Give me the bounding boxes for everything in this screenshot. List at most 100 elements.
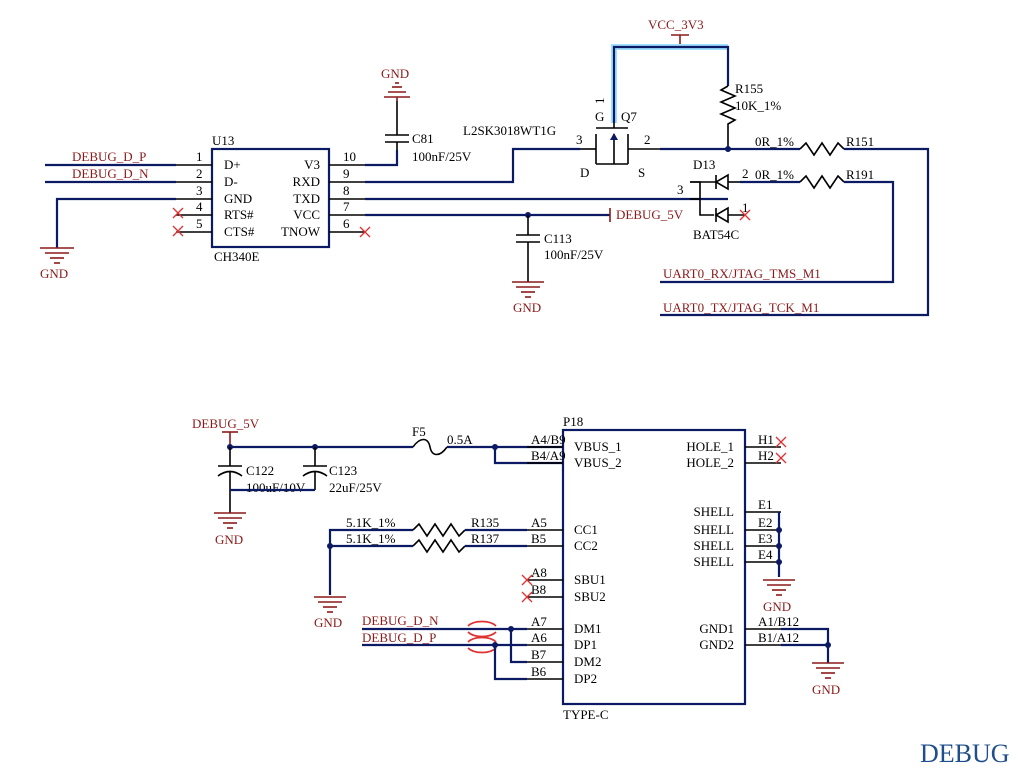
component-ref: R137 (471, 531, 500, 546)
power-label: DEBUG_5V (192, 416, 260, 431)
u13-chip[interactable]: U13 CH340E D+ D- GND RTS# CTS# V3 RXD TX… (172, 133, 371, 264)
u13-pin-label: TXD (293, 191, 320, 206)
ground-icon (314, 596, 346, 613)
resistor-r135[interactable]: 5.1K_1% R135 (346, 515, 499, 538)
p18-pin-number: H1 (758, 432, 774, 447)
resistor-r155[interactable]: R155 10K_1% (718, 81, 781, 149)
d13-pin-number: 2 (742, 166, 749, 181)
p18-pin-label: DM1 (574, 621, 601, 636)
no-connect-icon (172, 207, 184, 219)
p18-pin-number: B1/A12 (758, 630, 799, 645)
u13-pin-number: 10 (343, 149, 356, 164)
q7-pin-number: 3 (576, 132, 583, 147)
p18-pin-label: DP2 (574, 671, 597, 686)
component-value: L2SK3018WT1G (463, 123, 556, 138)
capacitor-c122[interactable]: C122 100uF/10V (217, 447, 306, 513)
component-value: 0.5A (447, 432, 473, 447)
p18-pin-label: SHELL (694, 522, 735, 537)
ground-icon (40, 247, 74, 264)
u13-pin-number: 4 (196, 199, 203, 214)
p18-pin-label: VBUS_1 (574, 439, 622, 454)
ground-icon (512, 281, 544, 298)
capacitor-c113[interactable]: C113 100nF/25V (516, 215, 604, 282)
component-ref: R151 (846, 134, 874, 149)
diode-d13[interactable]: D13 BAT54C 3 1 2 (677, 157, 751, 242)
u13-pin-label: VCC (293, 207, 320, 222)
p18-pin-number: B4/A9 (531, 448, 566, 463)
gnd-label: GND (763, 599, 791, 614)
component-ref: C123 (329, 463, 357, 478)
p18-pin-number: B8 (531, 582, 546, 597)
component-value: 0R_1% (755, 167, 794, 182)
resistor-r151[interactable]: 0R_1% R151 (755, 134, 874, 157)
gnd-label: GND (812, 682, 840, 697)
p18-pin-number: E1 (758, 497, 772, 512)
no-connect-icon (172, 225, 184, 237)
p18-pin-label: CC2 (574, 538, 598, 553)
gnd-label: GND (40, 266, 68, 281)
component-ref: D13 (693, 157, 715, 172)
component-ref: C113 (544, 231, 572, 246)
u13-pin-label: V3 (304, 157, 320, 172)
net-label: UART0_TX/JTAG_TCK_M1 (663, 300, 819, 315)
u13-body (210, 147, 331, 249)
p18-pin-number: H2 (758, 448, 774, 463)
power-label: VCC_3V3 (648, 17, 704, 32)
component-value: 5.1K_1% (346, 515, 396, 530)
p18-pin-label: SHELL (694, 554, 735, 569)
u13-pin-number: 5 (196, 216, 203, 231)
resistor-r191[interactable]: 0R_1% R191 (755, 167, 874, 190)
net-label: DEBUG_D_N (362, 613, 439, 628)
sheet-title: DEBUG (920, 739, 1010, 768)
no-connect-icon (521, 574, 533, 586)
component-ref: R135 (471, 515, 499, 530)
net-label: DEBUG_D_N (72, 166, 149, 181)
u13-pin-label: D- (224, 174, 238, 189)
ground-icon (214, 512, 246, 529)
mosfet-q7[interactable]: G Q7 D S 3 2 L2SK3018WT1G (463, 109, 660, 180)
p18-pin-label: SBU2 (574, 589, 606, 604)
u13-pin-label: TNOW (281, 224, 321, 239)
p18-pin-label: HOLE_1 (686, 439, 734, 454)
q7-pin-label: S (638, 165, 645, 180)
net-label: DEBUG_D_P (72, 149, 146, 164)
capacitor-c123[interactable]: C123 22uF/25V (302, 447, 382, 495)
gnd-label: GND (215, 532, 243, 547)
gnd-label: GND (314, 615, 342, 630)
component-value: BAT54C (693, 227, 739, 242)
u13-pin-number: 2 (196, 166, 203, 181)
net-label: UART0_RX/JTAG_TMS_M1 (663, 266, 821, 281)
p18-pin-label: SHELL (694, 538, 735, 553)
d13-pin-number: 1 (742, 200, 749, 215)
u13-pin-number: 7 (343, 199, 350, 214)
gnd-label: GND (513, 300, 541, 315)
p18-pin-label: VBUS_2 (574, 455, 622, 470)
p18-pin-number: A6 (531, 630, 547, 645)
no-connect-icon (775, 436, 787, 448)
q7-pin-number: 2 (644, 132, 651, 147)
gnd-label: GND (381, 66, 409, 81)
capacitor-c81[interactable]: C81 100nF/25V (385, 101, 472, 164)
component-value: 5.1K_1% (346, 531, 396, 546)
component-value: TYPE-C (563, 707, 609, 722)
net-label: DEBUG_5V (616, 207, 684, 222)
component-value: 100uF/10V (246, 480, 306, 495)
p18-pin-number: A7 (531, 614, 547, 629)
u13-part: CH340E (214, 249, 260, 264)
component-ref: F5 (412, 424, 426, 439)
p18-pin-number: E2 (758, 515, 772, 530)
component-value: 0R_1% (755, 134, 794, 149)
u13-pin-label: D+ (224, 157, 241, 172)
p18-pin-number: E3 (758, 531, 772, 546)
p18-pin-label: SHELL (694, 504, 735, 519)
component-ref: R155 (735, 81, 763, 96)
u13-pin-number: 1 (196, 149, 203, 164)
resistor-r137[interactable]: 5.1K_1% R137 (346, 531, 500, 554)
q7-pin-label: D (580, 165, 589, 180)
u13-pin-number: 8 (343, 183, 350, 198)
p18-pin-number: A5 (531, 515, 547, 530)
p18-pin-label: DM2 (574, 654, 601, 669)
fuse-f5[interactable]: F5 0.5A (412, 424, 473, 456)
